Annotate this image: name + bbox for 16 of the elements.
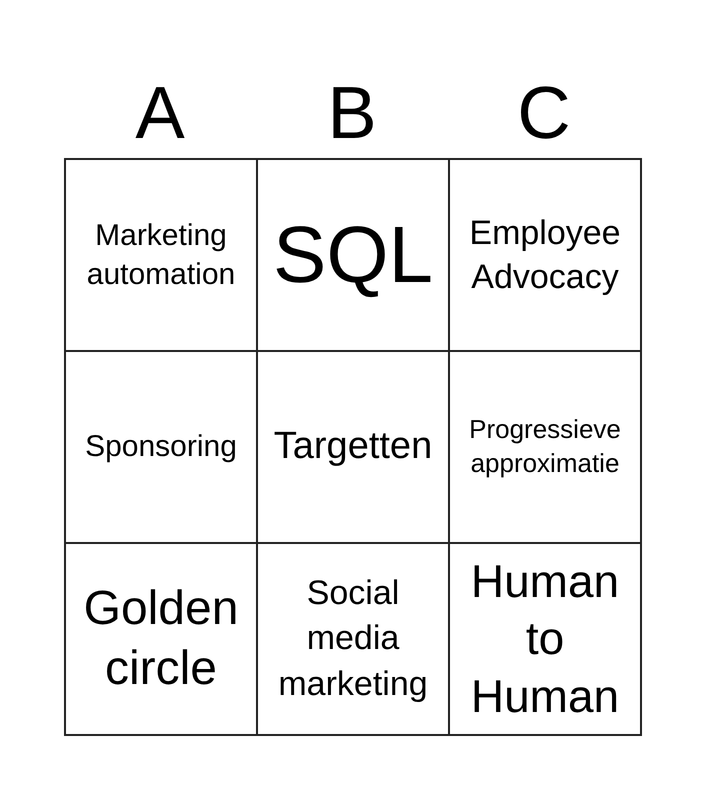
square-text: Sponsoring: [84, 429, 238, 465]
square-text: Targetten: [272, 424, 434, 470]
square-text: SQL: [272, 215, 434, 295]
column-letter: B: [326, 76, 378, 150]
bingo-square: [64, 158, 258, 352]
square-text: Human to Human: [470, 554, 620, 724]
square-text: Golden circle: [82, 581, 240, 697]
column-letter: C: [516, 76, 572, 150]
bingo-square: [448, 158, 642, 352]
bingo-square: [64, 542, 258, 736]
square-text: Social media marketing: [277, 573, 429, 705]
square-text: Progressieve approximatie: [468, 413, 622, 480]
column-letter: A: [134, 76, 186, 150]
square-text: Employee Advocacy: [468, 212, 622, 298]
square-text: Marketing automation: [86, 218, 236, 293]
bingo-square: [448, 542, 642, 736]
